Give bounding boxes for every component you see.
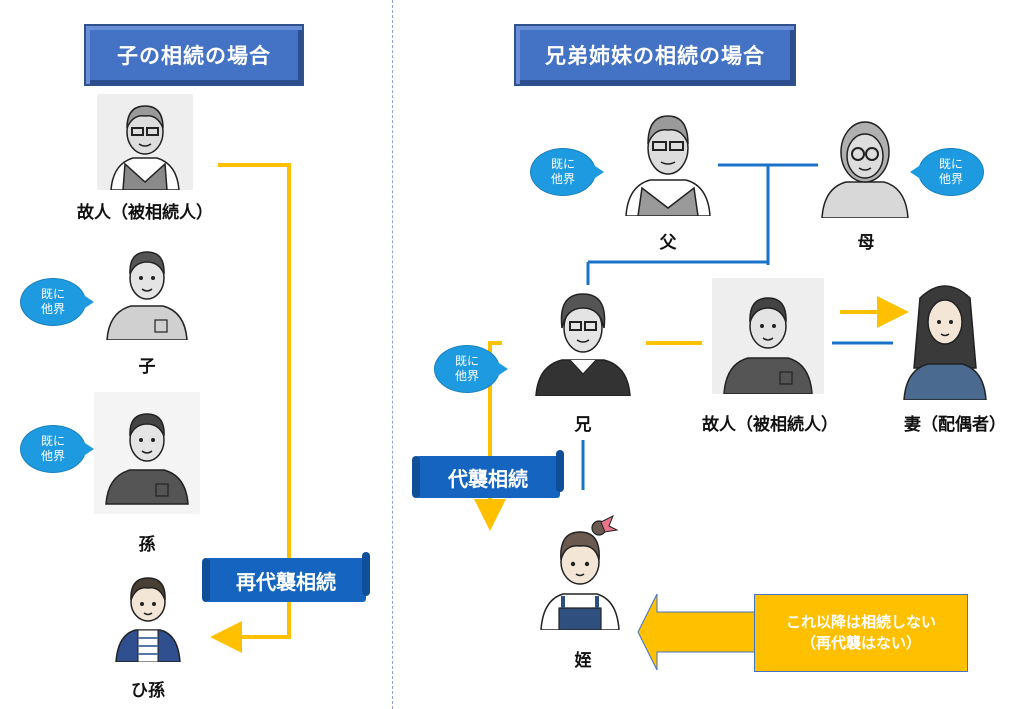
wife-label: 妻（配偶者） bbox=[904, 415, 1006, 435]
man-icon bbox=[106, 251, 188, 341]
bubble-text-line1: 既に bbox=[40, 434, 65, 448]
left-section-title-text: 子の相続の場合 bbox=[117, 44, 271, 68]
no-re-daishu-note: これ以降は相続しない （再代襲はない） bbox=[754, 594, 968, 672]
man-icon bbox=[723, 297, 813, 395]
father-label: 父 bbox=[659, 233, 677, 253]
brother-deceased-bubble: 既に他界 bbox=[434, 345, 508, 393]
re-daishu-banner: 再代襲相続 bbox=[202, 552, 370, 602]
man-glasses-icon bbox=[535, 293, 631, 397]
left-deceased-label: 故人（被相続人） bbox=[77, 203, 213, 223]
mother-label: 母 bbox=[857, 233, 875, 253]
niece-label: 姪 bbox=[574, 651, 592, 671]
note-line1: これ以降は相続しない bbox=[785, 613, 936, 631]
mother-deceased-bubble: 既に他界 bbox=[910, 148, 984, 196]
girl-icon bbox=[540, 514, 620, 631]
great-grandchild-portrait bbox=[112, 568, 184, 663]
grandchild-deceased-bubble: 既に他界 bbox=[20, 425, 94, 473]
bubble-text-line1: 既に bbox=[454, 354, 479, 368]
no-further-inheritance-arrow bbox=[637, 593, 756, 671]
bubble-text-line2: 他界 bbox=[40, 302, 65, 316]
daishu-banner: 代襲相続 bbox=[412, 450, 564, 498]
great-grandchild-label: ひ孫 bbox=[131, 681, 165, 701]
child-deceased-bubble: 既に他界 bbox=[20, 278, 94, 326]
child-label: 子 bbox=[138, 357, 156, 377]
mother-portrait bbox=[818, 108, 912, 219]
elderly-woman-icon bbox=[821, 121, 909, 219]
bubble-text-line1: 既に bbox=[938, 157, 963, 171]
father-deceased-bubble: 既に他界 bbox=[530, 148, 604, 196]
bubble-text-line2: 他界 bbox=[40, 449, 65, 463]
right-deceased-label: 故人（被相続人） bbox=[702, 415, 838, 435]
deceased-portrait bbox=[97, 94, 193, 191]
man-dark-shirt-icon bbox=[105, 413, 189, 505]
bubble-text-line2: 他界 bbox=[938, 172, 963, 186]
grandchild-label: 孫 bbox=[138, 535, 156, 555]
bubble-text-line1: 既に bbox=[550, 157, 575, 171]
right-deceased-portrait bbox=[712, 278, 824, 395]
father-portrait bbox=[622, 104, 714, 217]
re-daishu-banner-text: 再代襲相続 bbox=[236, 569, 336, 594]
section-divider bbox=[392, 0, 393, 709]
grandchild-portrait bbox=[94, 392, 200, 514]
child-portrait bbox=[103, 240, 191, 341]
elderly-man-icon bbox=[625, 115, 711, 217]
woman-icon bbox=[903, 285, 987, 401]
bubble-text-line2: 他界 bbox=[454, 369, 479, 383]
bubble-text-line2: 他界 bbox=[550, 172, 575, 186]
note-line2: （再代襲はない） bbox=[800, 634, 921, 652]
niece-portrait bbox=[533, 512, 627, 631]
left-inheritance-arrow bbox=[210, 163, 291, 653]
boy-icon bbox=[115, 577, 181, 663]
older-brother-label: 兄 bbox=[574, 415, 592, 435]
bubble-text-line1: 既に bbox=[40, 287, 65, 301]
older-brother-portrait bbox=[532, 284, 634, 397]
elderly-man-icon bbox=[110, 105, 180, 191]
left-section-title: 子の相続の場合 bbox=[84, 24, 304, 86]
wife-portrait bbox=[900, 278, 990, 401]
right-section-title-text: 兄弟姉妹の相続の場合 bbox=[545, 44, 765, 68]
daishu-banner-text: 代襲相続 bbox=[448, 466, 528, 491]
right-section-title: 兄弟姉妹の相続の場合 bbox=[514, 24, 796, 86]
